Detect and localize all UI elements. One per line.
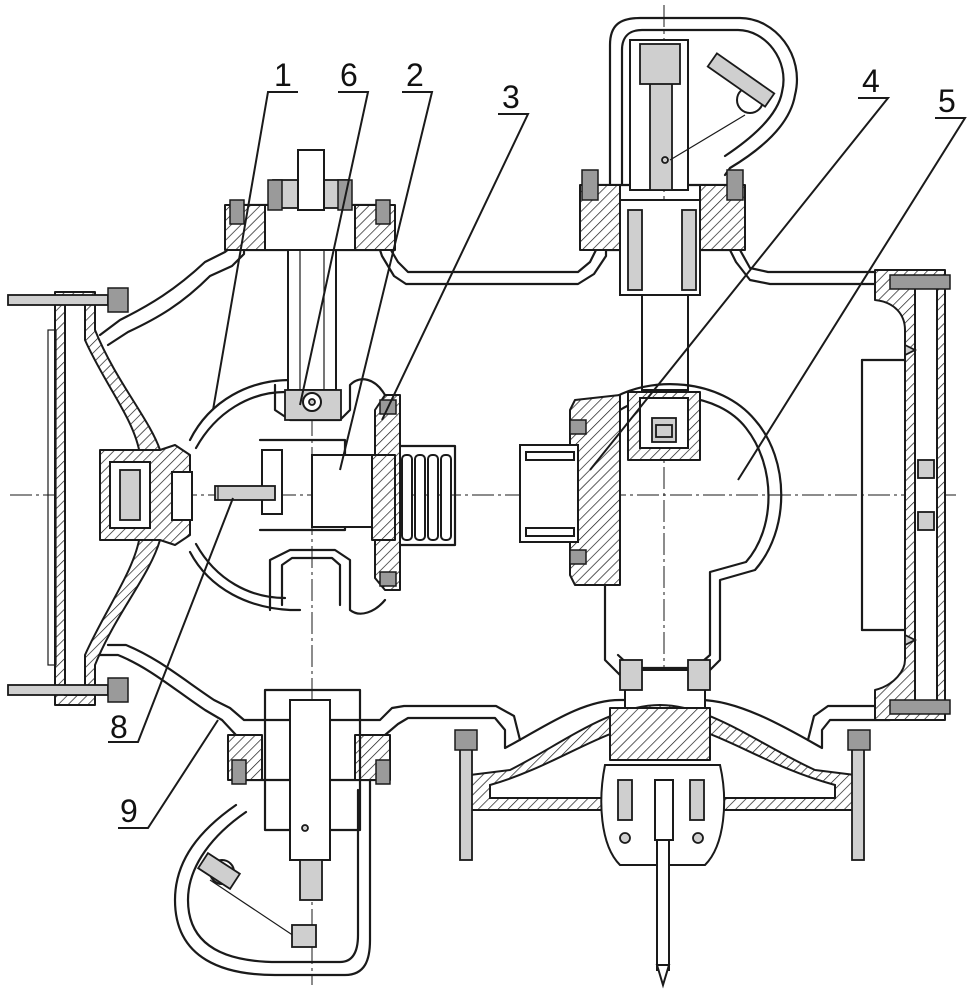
callout-8: 8 [110, 709, 128, 745]
callout-5: 5 [938, 83, 956, 119]
right-upper-actuator [580, 18, 797, 390]
right-bottom-flange [455, 705, 870, 985]
right-valve-body [520, 384, 781, 708]
left-inlet-flange [8, 288, 192, 705]
outer-housing-shell [100, 185, 890, 780]
callout-9: 9 [120, 793, 138, 829]
callout-6: 6 [340, 57, 358, 93]
callout-3: 3 [502, 79, 520, 115]
callout-4: 4 [862, 63, 880, 99]
callout-2: 2 [406, 57, 424, 93]
left-lower-actuator [175, 690, 390, 975]
callout-1: 1 [274, 57, 292, 93]
